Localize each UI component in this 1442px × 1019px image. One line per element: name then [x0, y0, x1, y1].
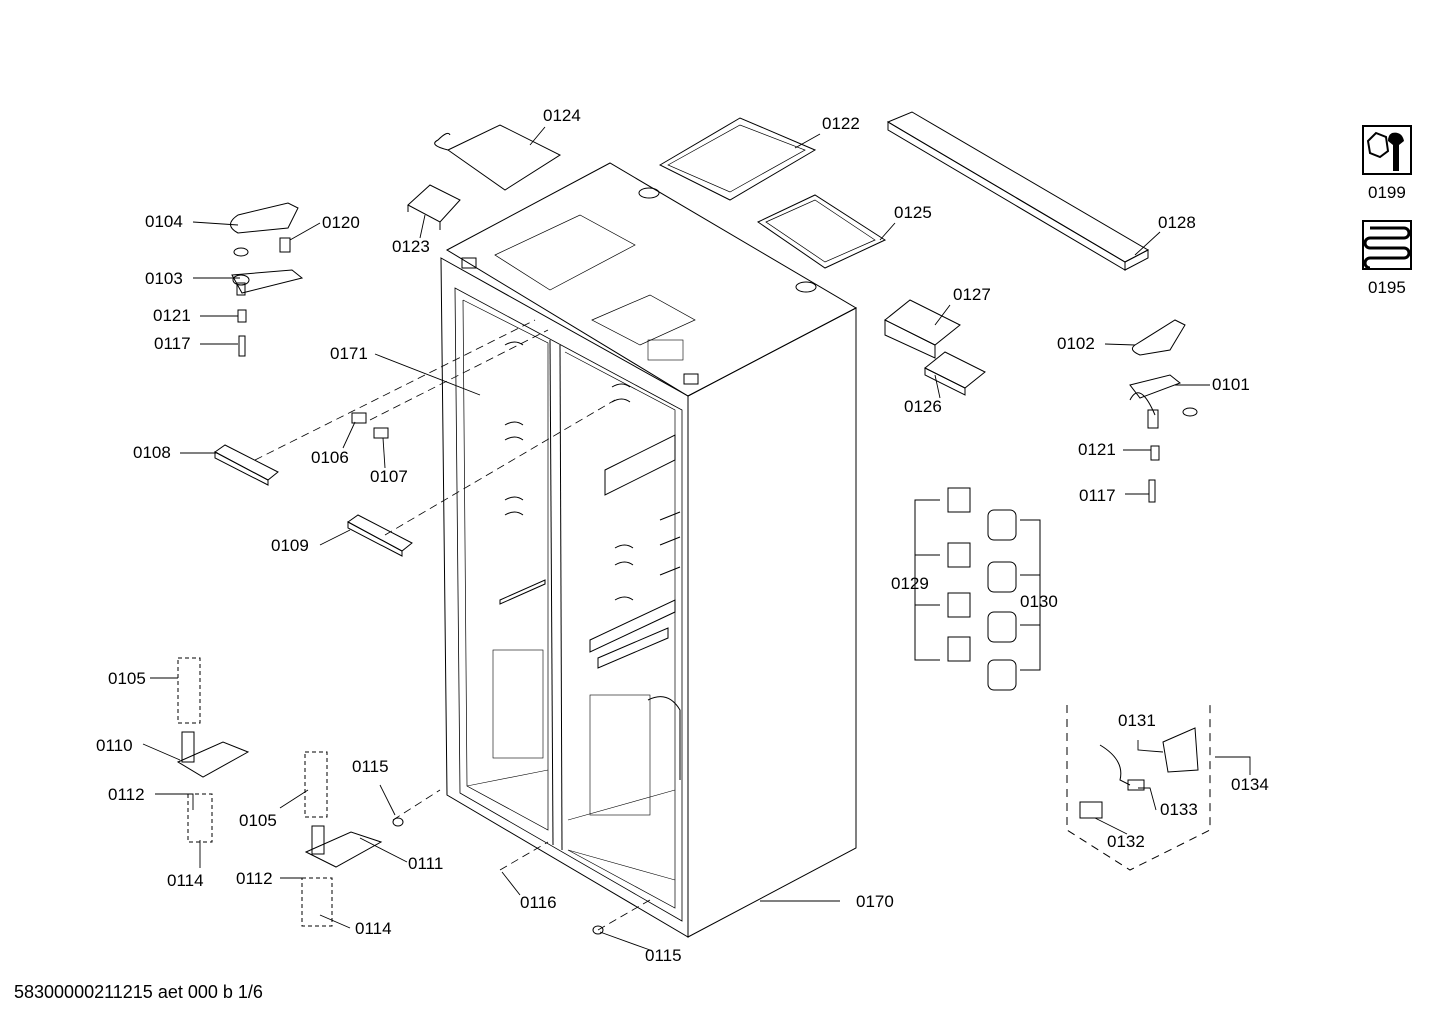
label-part-0108: 0108	[133, 443, 171, 462]
cabinet-body	[440, 162, 858, 938]
heater-icon	[1362, 220, 1412, 270]
label-part-0125: 0125	[894, 203, 932, 222]
label-part-0115: 0115	[352, 757, 389, 776]
part-0117-pin	[1148, 479, 1156, 503]
label-part-0130: 0130	[1020, 592, 1058, 611]
part-0107-clip	[373, 427, 389, 439]
part-0125-cover	[757, 194, 887, 269]
part-0123-module	[407, 184, 461, 230]
part-0117-pin	[238, 335, 246, 357]
part-0106-clip	[351, 412, 367, 424]
part-0114-group	[301, 877, 333, 927]
label-part-0117: 0117	[154, 334, 191, 353]
label-part-0129: 0129	[891, 574, 929, 593]
label-part-0121: 0121	[1078, 440, 1116, 459]
part-0124-plate	[434, 124, 562, 191]
part-0120-bushing	[279, 237, 291, 253]
part-0109-bracket	[347, 514, 413, 557]
leader-lines	[142, 126, 1251, 951]
label-part-0126: 0126	[904, 397, 942, 416]
part-0115-plug	[392, 817, 404, 827]
label-part-0107: 0107	[370, 467, 408, 486]
part-0114-group	[187, 793, 213, 843]
part-0126-module	[924, 351, 986, 396]
part-0128-rail	[886, 111, 1150, 271]
tool-icon	[1362, 125, 1412, 175]
label-part-0114: 0114	[355, 919, 392, 938]
part-0110-hinge	[176, 731, 250, 778]
label-part-0133: 0133	[1160, 800, 1198, 819]
part-0105-group	[177, 657, 201, 724]
label-part-0122: 0122	[822, 114, 860, 133]
label-part-0103: 0103	[145, 269, 183, 288]
part-0115-plug	[592, 925, 604, 935]
label-part-0110: 0110	[96, 736, 133, 755]
label-part-0131: 0131	[1118, 711, 1156, 730]
label-part-0134: 0134	[1231, 775, 1269, 794]
label-part-0117: 0117	[1079, 486, 1116, 505]
label-part-0127: 0127	[953, 285, 991, 304]
part-0133-cable	[1099, 744, 1145, 791]
part-0134-kit-frame	[1066, 705, 1211, 871]
label-part-0132: 0132	[1107, 832, 1145, 851]
part-0108-bracket	[214, 444, 279, 486]
heater-icon-label: 0195	[1368, 278, 1406, 297]
tool-icon-label: 0199	[1368, 183, 1406, 202]
label-part-0104: 0104	[145, 212, 183, 231]
label-part-0109: 0109	[271, 536, 309, 555]
label-part-0112: 0112	[108, 785, 145, 804]
part-washer	[1182, 407, 1198, 417]
part-0121-bushing	[237, 309, 247, 323]
label-part-0123: 0123	[392, 237, 430, 256]
part-0105-group	[304, 751, 328, 818]
label-part-0171: 0171	[330, 344, 368, 363]
label-part-0116: 0116	[520, 893, 557, 912]
label-part-0120: 0120	[322, 213, 360, 232]
assembly-lines	[254, 319, 651, 931]
drawing-code: 58300000211215 aet 000 b 1/6	[14, 982, 263, 1002]
label-part-0114: 0114	[167, 871, 204, 890]
label-part-0101: 0101	[1212, 375, 1250, 394]
part-0102-hinge-cover	[1131, 319, 1186, 356]
part-0127-module	[884, 299, 961, 359]
part-0130-covers	[987, 509, 1041, 691]
label-part-0121: 0121	[153, 306, 191, 325]
label-part-0105: 0105	[239, 811, 277, 830]
label-part-0102: 0102	[1057, 334, 1095, 353]
part-0104-hinge-cover	[230, 202, 299, 234]
label-part-0128: 0128	[1158, 213, 1196, 232]
part-0131-housing	[1162, 727, 1199, 773]
label-part-0124: 0124	[543, 106, 581, 125]
label-part-0170: 0170	[856, 892, 894, 911]
part-0132-plate	[1079, 801, 1103, 819]
part-0122-cover	[658, 117, 817, 201]
part-0111-hinge	[304, 825, 383, 868]
label-part-0106: 0106	[311, 448, 349, 467]
part-washer	[233, 247, 249, 257]
part-0103-hinge	[231, 269, 304, 296]
label-part-0111: 0111	[408, 854, 444, 873]
part-0129-seals	[914, 487, 971, 662]
label-part-0115: 0115	[645, 946, 682, 965]
part-0121-bushing	[1150, 445, 1160, 461]
label-part-0105: 0105	[108, 669, 146, 688]
part-0101-hinge	[1129, 374, 1181, 429]
label-part-0112: 0112	[236, 869, 273, 888]
